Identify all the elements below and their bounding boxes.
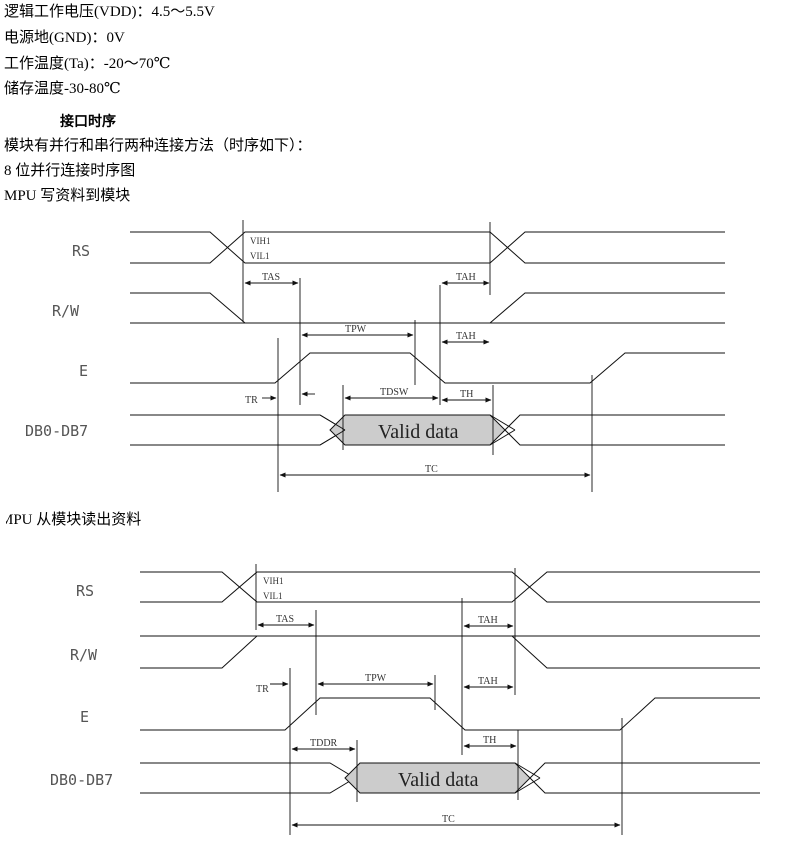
th-label: TH — [460, 389, 473, 400]
db-signal-label: DB0-DB7 — [25, 422, 88, 440]
write-timing-title: MPU 写资料到模块 — [4, 188, 131, 204]
rw-waveform — [130, 292, 725, 324]
write-timing-diagram: RS R/W E DB0-DB7 VIH1 VIL1 Valid data TA… — [25, 220, 725, 492]
logic-voltage-spec: 逻辑工作电压(VDD)：4.5～5.5V — [4, 4, 215, 20]
vih1-label: VIH1 — [250, 236, 271, 246]
tah-label-1: TAH — [456, 272, 476, 283]
valid-data-label: Valid data — [378, 421, 459, 443]
tc-label: TC — [442, 814, 455, 825]
read-timing-title: MPU 从模块读出资料 — [0, 512, 142, 528]
rw-signal-label: R/W — [70, 646, 98, 664]
interface-timing-heading: 接口时序 — [60, 114, 116, 130]
storage-temperature-spec: 储存温度-30-80℃ — [4, 81, 121, 97]
e-signal-label: E — [80, 708, 89, 726]
vil1-label: VIL1 — [263, 591, 283, 601]
tdsw-label: TDSW — [380, 387, 409, 398]
rw-signal-label: R/W — [52, 302, 80, 320]
read-timing-diagram: RS R/W E DB0-DB7 VIH1 VIL1 Valid data TA… — [50, 564, 760, 835]
vih1-label: VIH1 — [263, 576, 284, 586]
e-signal-label: E — [79, 362, 88, 380]
interface-intro: 模块有并行和串行两种连接方法（时序如下）： — [4, 138, 312, 154]
tpw-label: TPW — [345, 324, 367, 335]
db-waveform — [130, 414, 725, 446]
rs-signal-label: RS — [76, 582, 94, 600]
valid-data-label: Valid data — [398, 769, 479, 791]
operating-temperature-spec: 工作温度(Ta)：-20～70℃ — [4, 56, 171, 72]
tddr-label: TDDR — [310, 738, 338, 749]
tah-label-2: TAH — [478, 676, 498, 687]
e-waveform — [130, 352, 725, 384]
tah-label-1: TAH — [478, 615, 498, 626]
tas-label: TAS — [276, 614, 294, 625]
db-signal-label: DB0-DB7 — [50, 771, 113, 789]
tr-label: TR — [245, 395, 258, 406]
vil1-label: VIL1 — [250, 251, 270, 261]
rs-signal-label: RS — [72, 242, 90, 260]
th-label: TH — [483, 735, 496, 746]
tpw-label: TPW — [365, 673, 387, 684]
tr-label: TR — [256, 684, 269, 695]
rw-waveform — [140, 635, 760, 669]
tah-label-2: TAH — [456, 331, 476, 342]
parallel-timing-title: 8 位并行连接时序图 — [4, 163, 136, 179]
rs-waveform — [140, 564, 760, 695]
ground-spec: 电源地(GND)：0V — [4, 30, 125, 46]
e-waveform — [140, 697, 760, 731]
tas-label: TAS — [262, 272, 280, 283]
db-waveform — [140, 762, 760, 794]
rs-waveform — [130, 220, 725, 322]
tc-label: TC — [425, 464, 438, 475]
